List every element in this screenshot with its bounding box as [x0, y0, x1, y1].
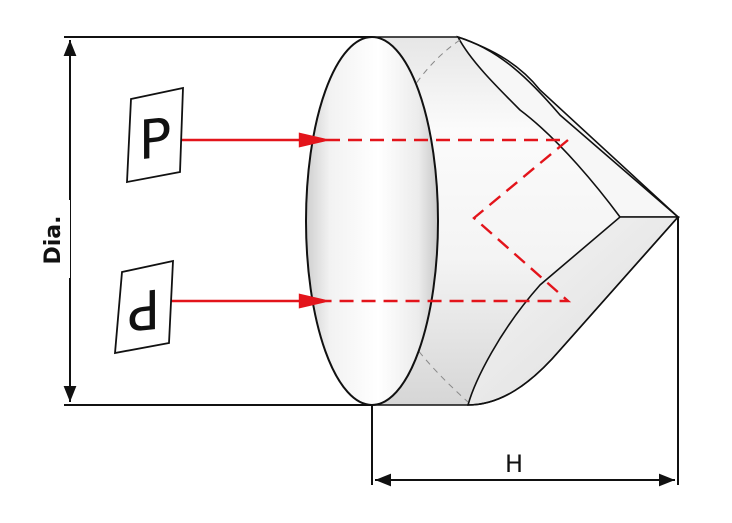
output-letter: P: [128, 276, 161, 342]
h-label: H: [505, 450, 523, 478]
internal-path: [326, 138, 572, 303]
output-image-card: P: [114, 259, 174, 355]
light-path: [150, 132, 572, 309]
input-arrow-lower: [298, 293, 327, 309]
input-letter: P: [139, 106, 172, 172]
dia-label: Dia.: [41, 215, 66, 264]
input-arrow-upper: [298, 132, 327, 148]
input-image-card: P: [126, 86, 184, 184]
entrance-face: [305, 36, 439, 406]
